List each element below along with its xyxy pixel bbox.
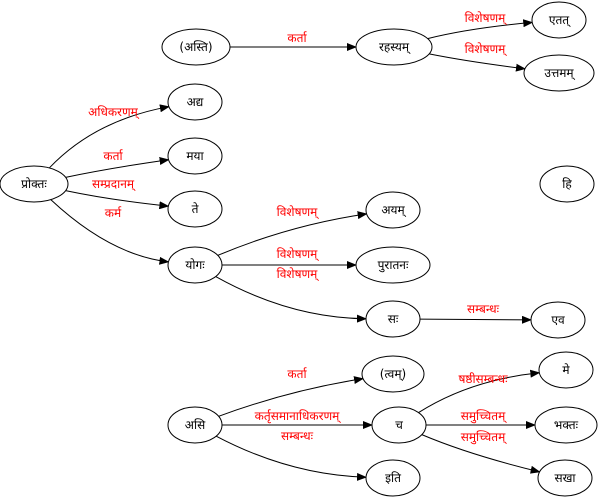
edge-label-ca-bhaktah: समुच्चितम् — [461, 409, 508, 424]
edge-sah-eva — [419, 315, 533, 324]
edge-yogah-ayam — [217, 211, 368, 256]
node-label: (त्वम्) — [380, 367, 406, 382]
node-ellipse — [167, 190, 223, 228]
node-label: पुरातनः — [378, 258, 409, 273]
edge-label-yogah-puraatanah: विशेषणम् — [277, 247, 320, 262]
node-ellipse — [530, 301, 586, 339]
node-ellipse — [539, 165, 595, 203]
edge-proktah-mayaa — [65, 157, 170, 178]
node-mayaa: मया — [167, 137, 223, 175]
node-ellipse — [523, 54, 595, 92]
node-label: ते — [192, 202, 200, 216]
node-ellipse — [365, 300, 421, 338]
edge-label-ca-sakhaa: समुच्चितम् — [461, 430, 508, 445]
edge-label-ca-me: षष्ठीसम्बन्धः — [458, 372, 508, 386]
node-ellipse — [167, 406, 223, 444]
node-label: भक्तः — [554, 418, 579, 432]
node-ellipse — [537, 459, 593, 497]
node-asti1: (अस्ति) — [161, 28, 231, 66]
nodes-layer: (अस्ति) रहस्यम् एतत् उत्तमम् अद्य मया प्रोक्तः… — [0, 1, 598, 497]
node-label: हि — [562, 177, 572, 191]
node-label: उत्तमम् — [544, 66, 575, 81]
node-uttamam: उत्तमम् — [523, 54, 595, 92]
node-label: च — [395, 418, 403, 432]
node-proktah: प्रोक्तः — [0, 165, 69, 203]
node-iti: इति — [365, 459, 421, 497]
node-ayam: अयम् — [365, 191, 421, 229]
edge-label-proktah-adya: अधिकरणम् — [88, 105, 140, 120]
node-puraatanah: पुरातनः — [355, 246, 431, 284]
edge-yogah-sah — [215, 276, 368, 323]
edge-proktah-te — [65, 190, 170, 210]
node-ellipse — [355, 28, 433, 66]
node-ellipse — [365, 459, 421, 497]
node-label: इति — [385, 471, 402, 485]
node-me: मे — [538, 351, 594, 389]
edge-ca-me — [418, 369, 541, 414]
node-adya: अद्य — [167, 83, 223, 121]
node-te: ते — [167, 190, 223, 228]
node-label: अद्य — [187, 95, 204, 109]
node-label: सः — [388, 312, 399, 326]
node-label: रहस्यम् — [379, 40, 411, 55]
node-sah: सः — [365, 300, 421, 338]
node-label: सखा — [554, 471, 576, 485]
node-ellipse — [538, 351, 594, 389]
edge-asi-tvam — [218, 376, 365, 417]
node-eva: एव — [530, 301, 586, 339]
edge-label-yogah-ayam: विशेषणम् — [277, 205, 320, 220]
node-label: प्रोक्तः — [21, 177, 47, 191]
edge-label-asi-tvam: कर्ता — [287, 367, 307, 381]
node-ellipse — [167, 83, 223, 121]
edge-proktah-yogah — [50, 199, 170, 265]
edges-layer — [48, 19, 541, 481]
edge-asi-iti — [215, 435, 368, 481]
node-yogah: योगः — [167, 246, 223, 284]
node-bhaktah: भक्तः — [534, 406, 598, 444]
edge-ca-sakhaa — [421, 434, 541, 474]
edge-rahasyam-uttamam — [428, 53, 526, 72]
edge-label-asi-ca: कर्तृसमानाधिकरणम् — [255, 409, 342, 424]
node-etat: एतत् — [531, 1, 587, 39]
node-tvam: (त्वम्) — [361, 355, 425, 393]
edge-label-rahasyam-etat: विशेषणम् — [465, 11, 508, 26]
edge-label-yogah-sah: विशेषणम् — [277, 267, 320, 282]
node-hi: हि — [539, 165, 595, 203]
node-ellipse — [167, 246, 223, 284]
edge-label-asti1-rahasyam: कर्ता — [287, 31, 307, 45]
edge-label-proktah-te: सम्प्रदानम् — [92, 177, 136, 192]
edge-label-sah-eva: सम्बन्धः — [467, 302, 500, 316]
node-ellipse — [534, 406, 598, 444]
node-ca: च — [371, 406, 427, 444]
node-sakhaa: सखा — [537, 459, 593, 497]
node-label: एतत् — [549, 13, 571, 28]
node-ellipse — [365, 191, 421, 229]
edge-label-asi-iti: सम्बन्धः — [281, 429, 314, 443]
node-label: मया — [186, 149, 204, 163]
node-ellipse — [355, 246, 431, 284]
edge-proktah-adya — [48, 104, 170, 169]
node-rahasyam: रहस्यम् — [355, 28, 433, 66]
node-ellipse — [371, 406, 427, 444]
node-ellipse — [167, 137, 223, 175]
edge-label-proktah-yogah: कर्म — [105, 206, 122, 220]
node-label: मे — [562, 363, 570, 377]
node-ellipse — [0, 165, 69, 203]
edge-labels-layer: कर्ता विशेषणम् विशेषणम् अधिकरणम् कर्ता सम्प्र… — [88, 11, 508, 445]
node-label: असि — [185, 418, 206, 432]
node-asi: असि — [167, 406, 223, 444]
node-label: एव — [551, 313, 565, 327]
node-ellipse — [161, 28, 231, 66]
edge-label-proktah-mayaa: कर्ता — [103, 149, 123, 163]
node-label: योगः — [185, 258, 205, 272]
node-ellipse — [531, 1, 587, 39]
edge-rahasyam-etat — [427, 19, 534, 40]
node-label: (अस्ति) — [179, 40, 212, 54]
node-label: अयम् — [381, 203, 406, 218]
edge-label-rahasyam-uttamam: विशेषणम् — [465, 42, 508, 57]
node-ellipse — [361, 355, 425, 393]
